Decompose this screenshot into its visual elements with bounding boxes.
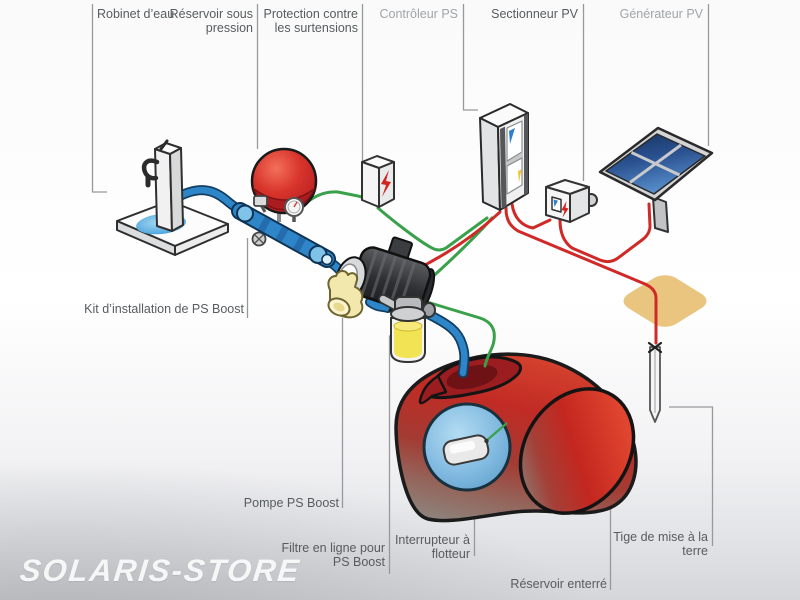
wire-controller-to-disconnect [510, 202, 552, 230]
wire-disconnect-to-panel [558, 202, 652, 264]
label-water-tap: Robinet d’eau [97, 7, 175, 21]
leader-ps-controller [462, 4, 478, 111]
label-surge-protection: Protection contre les surtensions [263, 7, 359, 36]
float-switch-cutaway [422, 402, 512, 492]
lightning-icon [381, 170, 391, 197]
leader-water-tap [91, 4, 107, 193]
ground-patch [623, 275, 707, 327]
pump-graphic [327, 236, 436, 321]
float-switch-body [442, 434, 490, 466]
wire-controller-to-ground [504, 206, 658, 345]
pv-generator-graphic [598, 126, 714, 233]
filter-cap [390, 306, 426, 322]
disconnect-display [551, 196, 562, 213]
label-pump: Pompe PS Boost [243, 496, 339, 510]
panel-pole [652, 196, 669, 233]
shutoff-handle [253, 195, 268, 207]
pv-disconnect-graphic [545, 179, 598, 223]
tap-spout [141, 158, 160, 181]
lightning-icon [561, 201, 569, 218]
label-install-kit: Kit d’installation de PS Boost [84, 302, 244, 316]
float-switch-cable [485, 422, 508, 442]
label-ground-rod: Tige de mise à la terre [613, 530, 708, 559]
surge-protector-graphic [361, 155, 395, 208]
tank-end-cap [518, 387, 636, 515]
water-tap-graphic [116, 139, 229, 256]
ground-clamp [647, 341, 663, 354]
filter-liquid [394, 326, 422, 358]
label-float-switch: Interrupteur à flotteur [394, 533, 470, 562]
label-pv-generator: Générateur PV [619, 7, 703, 21]
pipe-pump-to-filter [366, 298, 392, 312]
ground-rod-graphic [647, 341, 663, 423]
label-inline-filter: Filtre en ligne pour PS Boost [281, 541, 385, 570]
wire-surge-to-controller [376, 206, 489, 252]
tap-pillar-side [169, 147, 184, 232]
red-wires [411, 202, 658, 345]
label-pv-disconnect: Sectionneur PV [491, 7, 578, 21]
leader-ground-rod [669, 406, 714, 546]
pipe-filter-to-tank [424, 310, 468, 377]
ps-controller-graphic [479, 103, 529, 211]
label-pressure-tank: Réservoir sous pression [169, 7, 253, 36]
tank-opening-tip [418, 374, 448, 405]
installation-kit-manifold [231, 147, 336, 268]
label-ps-controller: Contrôleur PS [379, 7, 458, 21]
inline-filter-graphic [378, 294, 436, 364]
controller-lower-panel [506, 157, 523, 195]
label-buried-tank: Réservoir enterré [510, 577, 607, 591]
solaris-store-watermark: SOLARIS-STORE [18, 553, 303, 588]
